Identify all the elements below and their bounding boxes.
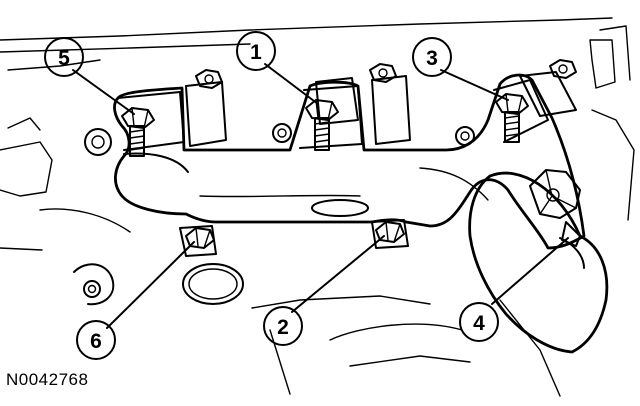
rear-bolt-head (369, 63, 397, 83)
callout-6: 6 (76, 320, 116, 360)
exhaust-manifold (113, 73, 609, 354)
callout-3-label: 3 (426, 47, 438, 70)
stud-1 (305, 99, 339, 151)
callout-6-label: 6 (90, 330, 102, 353)
rear-bolt-head (195, 69, 223, 89)
callout-2: 2 (263, 306, 303, 346)
bolt-4 (529, 169, 581, 247)
callout-2-label: 2 (277, 316, 289, 339)
stud-3 (495, 93, 529, 143)
rear-bolt-head (549, 59, 577, 79)
figure-id: N0042768 (6, 370, 89, 389)
stud-5 (121, 107, 155, 157)
leader-lines (72, 63, 569, 329)
callout-1-label: 1 (250, 41, 262, 64)
callout-3: 3 (412, 37, 452, 77)
callout-5-label: 5 (58, 47, 70, 70)
callout-5: 5 (44, 37, 84, 77)
callout-4-label: 4 (473, 312, 485, 335)
callout-4: 4 (459, 302, 499, 342)
callout-1: 1 (236, 31, 276, 71)
